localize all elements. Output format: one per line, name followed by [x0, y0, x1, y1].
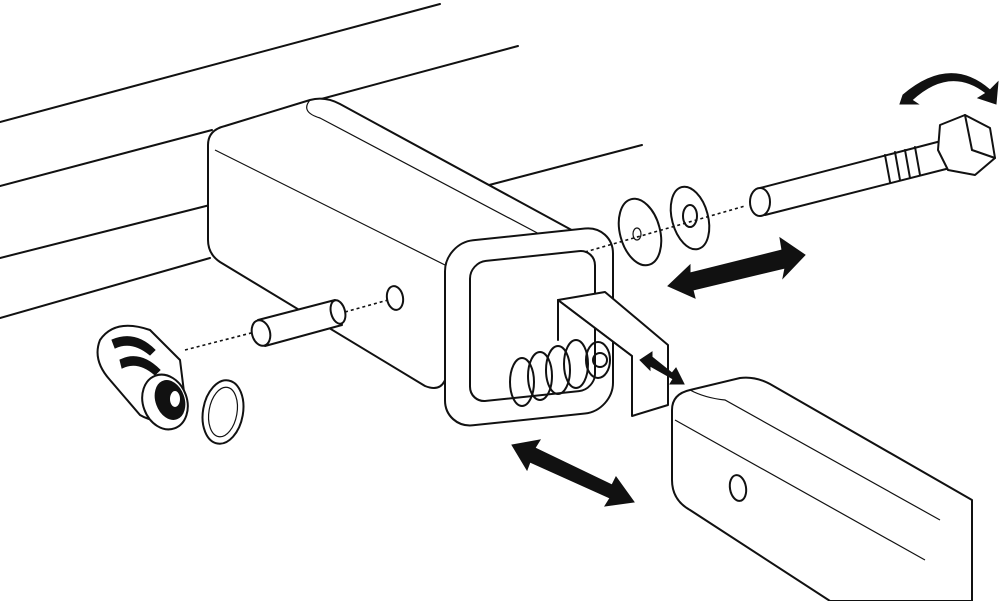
rail-line: [0, 204, 211, 259]
frame-rails: [0, 3, 643, 319]
pin: [250, 299, 347, 347]
alignment-line: [184, 331, 256, 351]
rail-line: [309, 45, 519, 103]
lock-cylinder: [96, 324, 245, 445]
alignment-line: [584, 205, 746, 253]
washer-hole: [632, 227, 642, 241]
bolt: [749, 114, 996, 217]
rotate-arrow-icon: [899, 73, 999, 105]
insert-block: [557, 291, 669, 417]
pin-hole: [385, 285, 405, 311]
rail-line: [0, 3, 441, 123]
rail-line: [0, 129, 213, 187]
flat-washer: [617, 197, 663, 267]
extension-tube: [671, 376, 973, 601]
rail-line: [469, 144, 643, 191]
double-arrow-icon: [511, 439, 635, 507]
double-arrow-icon: [639, 351, 685, 385]
receiver-tube: [207, 97, 614, 427]
receiver-opening: [469, 250, 596, 403]
double-arrow-icon: [667, 236, 806, 299]
pin-hole: [728, 474, 748, 502]
spring: [509, 339, 611, 407]
bolt-hex-head: [937, 114, 996, 176]
washers: [617, 185, 711, 267]
washer-hole: [682, 204, 698, 228]
lock-cap: [201, 379, 245, 445]
rail-line: [0, 257, 211, 319]
alignment-line: [344, 299, 389, 313]
